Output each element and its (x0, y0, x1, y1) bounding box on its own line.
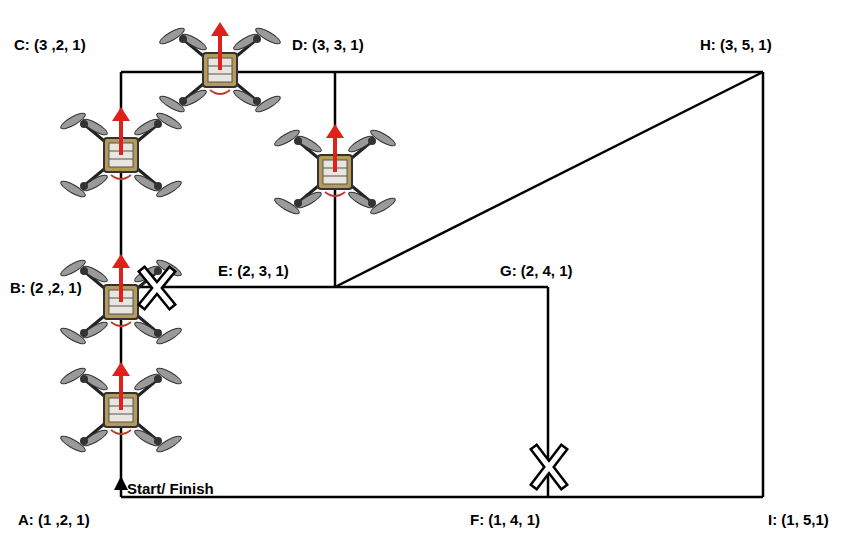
point-label: Start/ Finish (125, 480, 216, 498)
point-label: F: (1, 4, 1) (468, 511, 542, 529)
point-label: A: (1 ,2, 1) (16, 511, 92, 529)
drone-icon (158, 22, 282, 114)
point-label: D: (3, 3, 1) (290, 36, 366, 54)
drone-icon (59, 254, 183, 346)
point-label: G: (2, 4, 1) (498, 262, 575, 280)
drone-icon (273, 124, 397, 216)
blocked-mark (144, 272, 170, 304)
point-label: I: (1, 5,1) (766, 511, 831, 529)
drone-icon (59, 107, 183, 199)
start-arrowhead (114, 476, 128, 490)
point-label: E: (2, 3, 1) (216, 262, 291, 280)
blocked-mark (536, 450, 562, 484)
point-label: B: (2 ,2, 1) (8, 279, 84, 297)
drone-icon (59, 362, 183, 454)
point-label: C: (3 ,2, 1) (12, 36, 88, 54)
route-lines (121, 72, 763, 497)
point-label: H: (3, 5, 1) (698, 36, 774, 54)
